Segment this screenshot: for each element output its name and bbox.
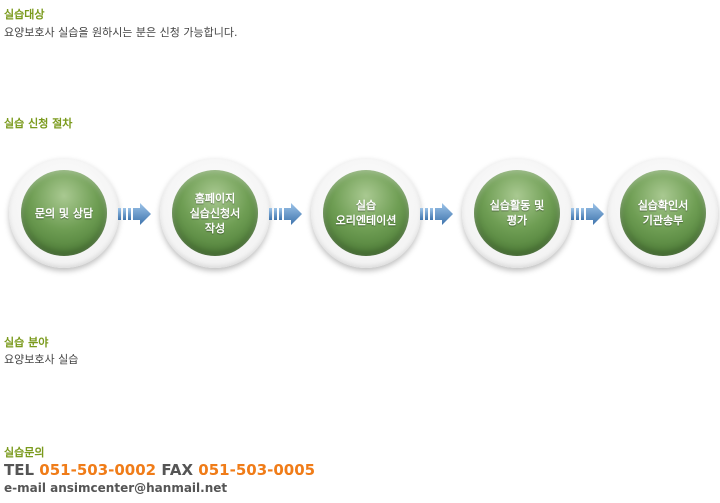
target-text: 요양보호사 실습을 원하시는 분은 신청 가능합니다.	[4, 26, 238, 39]
step-orientation: 실습 오리엔테이션	[311, 158, 421, 268]
procedure-heading: 실습 신청 절차	[4, 117, 73, 130]
fax-number: 051-503-0005	[198, 461, 316, 479]
double-chevron-right-icon	[269, 203, 302, 225]
step-certificate-delivery: 실습확인서 기관송부	[608, 158, 718, 268]
field-text: 요양보호사 실습	[4, 353, 79, 366]
double-chevron-right-icon	[420, 203, 453, 225]
step-label: 문의 및 상담	[34, 206, 94, 220]
step-label: 홈페이지 실습신청서 작성	[189, 191, 241, 235]
email-label: e-mail	[4, 481, 46, 495]
tel-label: TEL	[4, 461, 35, 479]
contact-email: e-mail ansimcenter@hanmail.net	[4, 481, 227, 495]
email-address: ansimcenter@hanmail.net	[50, 481, 228, 495]
target-heading: 실습대상	[4, 8, 45, 21]
double-chevron-right-icon	[118, 203, 151, 225]
step-application: 홈페이지 실습신청서 작성	[160, 158, 270, 268]
procedure-steps: 문의 및 상담 홈페이지 실습신청서 작성 실습 오리엔테이션 실습활동 및 평…	[0, 158, 720, 268]
double-chevron-right-icon	[571, 203, 604, 225]
contact-phone-fax: TEL 051-503-0002 FAX 051-503-0005	[4, 461, 315, 479]
step-label: 실습확인서 기관송부	[637, 199, 689, 227]
fax-label: FAX	[161, 461, 194, 479]
step-inquiry: 문의 및 상담	[9, 158, 119, 268]
tel-number: 051-503-0002	[39, 461, 157, 479]
step-activity-evaluation: 실습활동 및 평가	[462, 158, 572, 268]
step-label: 실습 오리엔테이션	[335, 199, 397, 227]
inquiry-heading: 실습문의	[4, 446, 45, 459]
field-heading: 실습 분야	[4, 336, 49, 349]
step-label: 실습활동 및 평가	[489, 199, 545, 227]
